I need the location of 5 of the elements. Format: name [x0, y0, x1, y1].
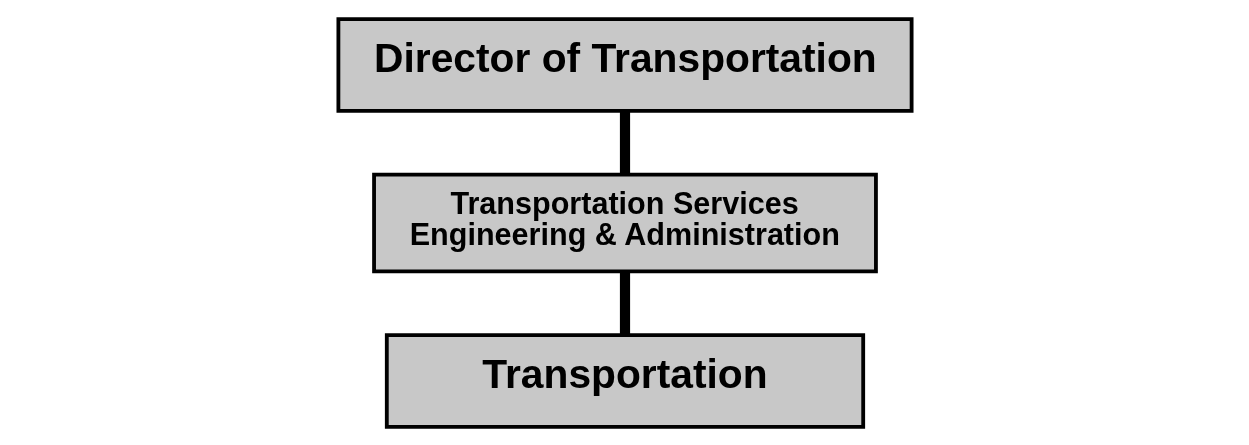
node-box: Transportation: [384, 332, 865, 429]
connector: [619, 270, 630, 335]
node-box: Transportation Services Engineering & Administration: [371, 172, 878, 273]
node-box: Director of Transportation: [335, 16, 913, 113]
connector: [619, 110, 630, 174]
